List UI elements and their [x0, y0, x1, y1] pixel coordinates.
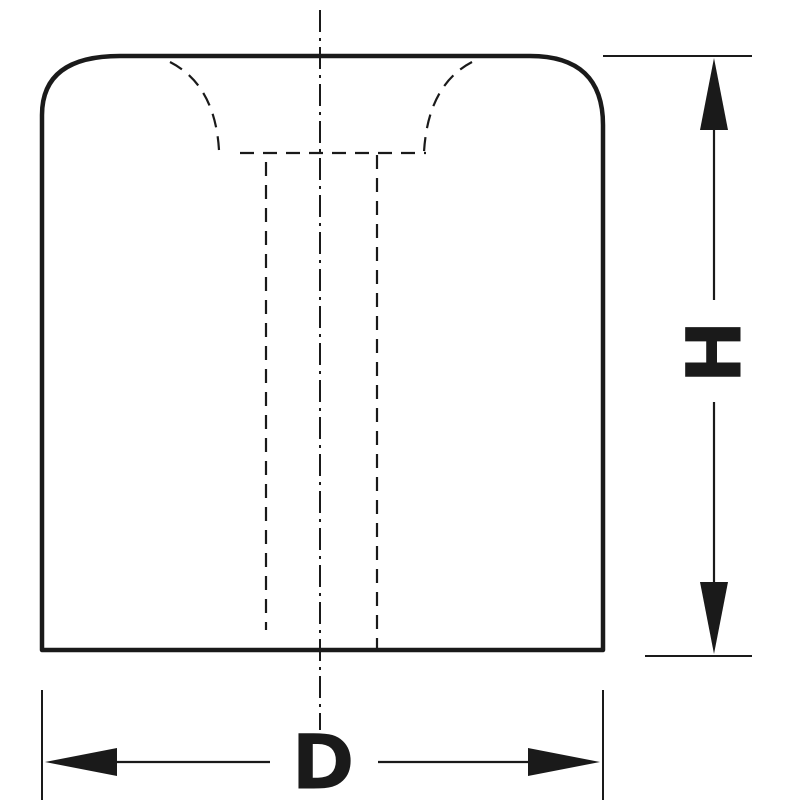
- diameter-arrow-left: [45, 748, 117, 776]
- countersink-right-hidden-line: [422, 61, 473, 153]
- height-arrow-top: [700, 58, 728, 130]
- diameter-label: D: [291, 718, 354, 800]
- height-arrow-bottom: [700, 582, 728, 654]
- part-outline: [39, 53, 606, 653]
- countersink-left-hidden-line: [169, 61, 221, 151]
- height-label: H: [670, 320, 759, 384]
- diameter-arrow-right: [528, 748, 600, 776]
